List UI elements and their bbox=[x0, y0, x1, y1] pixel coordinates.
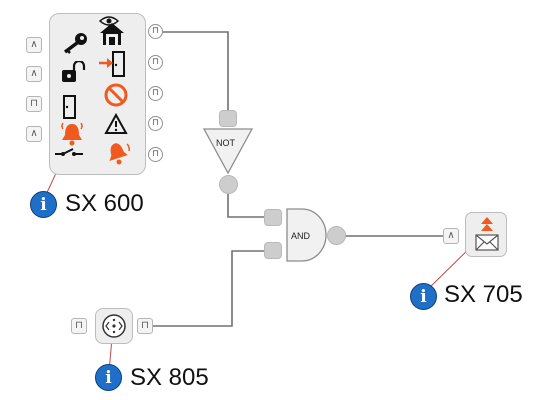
sx705-info-icon[interactable]: i bbox=[410, 283, 437, 310]
sx600-input-port-2[interactable]: ∧ bbox=[26, 66, 42, 82]
key-icon bbox=[63, 33, 87, 54]
sx805-label: SX 805 bbox=[130, 364, 209, 391]
not-gate-triangle bbox=[203, 128, 253, 174]
eye-icon bbox=[99, 16, 119, 26]
ringing-bell-icon bbox=[109, 143, 130, 165]
sx600-panel[interactable] bbox=[49, 13, 146, 175]
not-gate-output-port[interactable] bbox=[219, 175, 238, 194]
unlock-icon bbox=[62, 61, 86, 82]
sx705-label: SX 705 bbox=[444, 281, 523, 308]
wire-not-to-and bbox=[227, 193, 272, 218]
sx600-output-port-4[interactable]: ⊓ bbox=[148, 116, 163, 131]
home-icon bbox=[100, 23, 124, 45]
sx705-panel[interactable] bbox=[465, 212, 507, 257]
and-gate-input-port-2[interactable] bbox=[264, 242, 282, 259]
sx600-input-port-1[interactable]: ∧ bbox=[26, 37, 42, 53]
wire-sx805-to-and bbox=[150, 250, 272, 327]
mail-upload-icon bbox=[475, 217, 499, 251]
sx600-output-port-3[interactable]: ⊓ bbox=[148, 86, 163, 101]
sx805-input-port[interactable]: ⊓ bbox=[71, 318, 87, 334]
sx805-info-icon[interactable]: i bbox=[95, 364, 122, 391]
and-gate-label: AND bbox=[291, 231, 311, 241]
sx600-label: SX 600 bbox=[65, 190, 144, 217]
sx600-output-port-1[interactable]: ⊓ bbox=[148, 24, 163, 39]
and-gate-output-port[interactable] bbox=[327, 226, 346, 245]
wire-sx600-to-not bbox=[163, 31, 229, 110]
sx805-output-port[interactable]: ⊓ bbox=[137, 318, 153, 334]
sx600-info-icon[interactable]: i bbox=[30, 191, 57, 218]
warning-icon bbox=[104, 113, 128, 134]
door-icon bbox=[63, 95, 76, 119]
sx600-input-port-3[interactable]: ⊓ bbox=[26, 96, 42, 112]
sx600-output-port-5[interactable]: ⊓ bbox=[148, 147, 163, 162]
and-gate-input-port-1[interactable] bbox=[264, 209, 282, 226]
switch-icon bbox=[55, 148, 83, 156]
sx600-input-port-4[interactable]: ∧ bbox=[26, 126, 42, 142]
and-gate-body bbox=[286, 208, 327, 262]
not-gate-input-port[interactable] bbox=[219, 110, 237, 127]
not-gate-label: NOT bbox=[216, 138, 235, 148]
sx600-output-port-2[interactable]: ⊓ bbox=[148, 55, 163, 70]
sx705-input-port[interactable]: ∧ bbox=[443, 228, 459, 244]
sx805-panel[interactable] bbox=[95, 308, 133, 344]
sensor-icon bbox=[102, 314, 126, 338]
door-entry-icon bbox=[99, 51, 125, 77]
prohibited-icon bbox=[104, 83, 128, 107]
alarm-bell-icon bbox=[61, 122, 83, 146]
